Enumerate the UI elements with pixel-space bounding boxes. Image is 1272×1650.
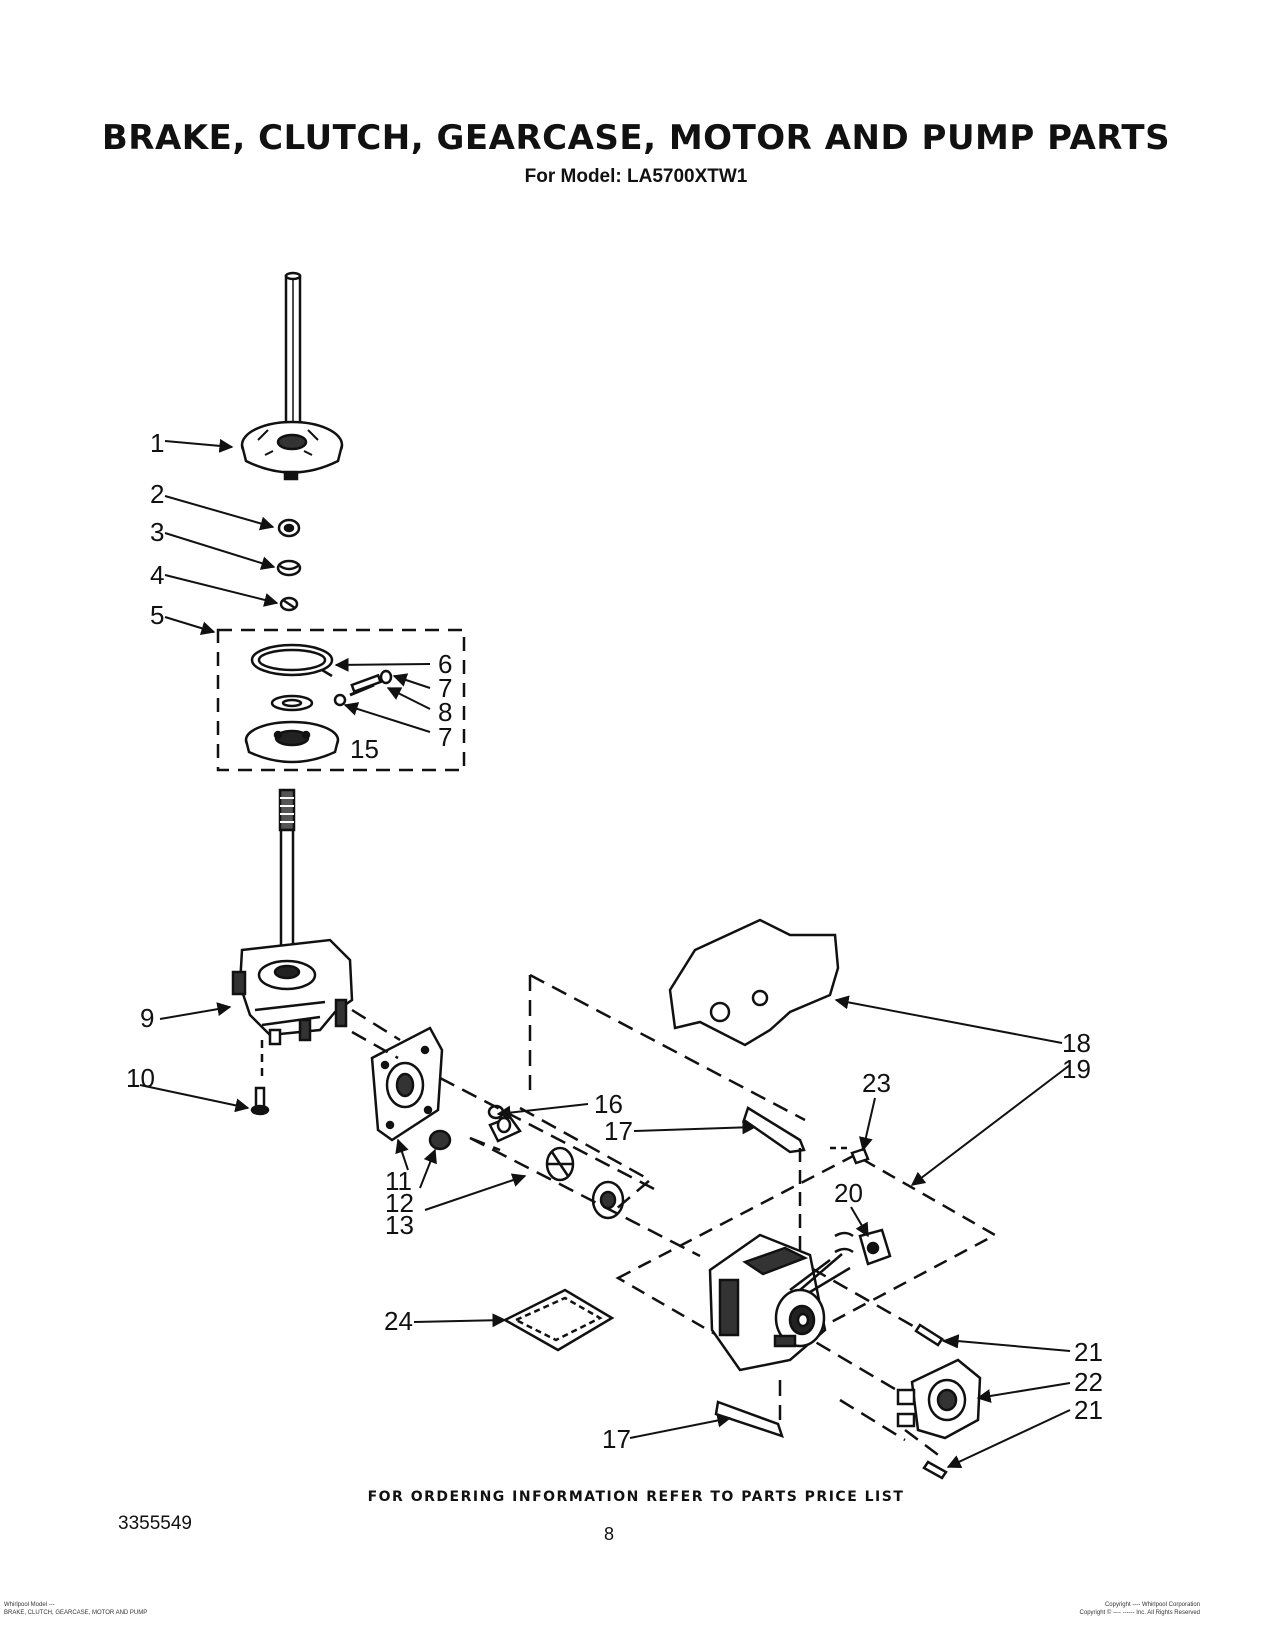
callout-5: 5 xyxy=(150,600,164,630)
drive-tube-shaft xyxy=(284,271,302,433)
callout-19: 19 xyxy=(1062,1054,1091,1084)
callout-20: 20 xyxy=(834,1178,863,1208)
page-title: BRAKE, CLUTCH, GEARCASE, MOTOR AND PUMP … xyxy=(101,118,1171,158)
callout-17a: 17 xyxy=(604,1116,633,1146)
callout-24: 24 xyxy=(384,1306,413,1336)
gearcase-bolt xyxy=(250,1040,270,1116)
callout-7b: 7 xyxy=(438,722,452,752)
callout-18: 18 xyxy=(1062,1028,1091,1058)
fine-print-left-line-1: Whirlpool Model --- xyxy=(4,1602,55,1608)
page-number: 8 xyxy=(604,1524,615,1544)
callout-16: 16 xyxy=(594,1089,623,1119)
callout-10: 10 xyxy=(126,1063,155,1093)
callout-4: 4 xyxy=(150,560,164,590)
callout-3: 3 xyxy=(150,517,164,547)
callout-17b: 17 xyxy=(602,1424,631,1454)
strap-17-upper xyxy=(742,1106,806,1300)
callout-21a: 21 xyxy=(1074,1337,1103,1367)
callout-15: 15 xyxy=(350,734,379,764)
callout-8: 8 xyxy=(438,697,452,727)
callout-11: 11 xyxy=(385,1166,412,1196)
callout-21b: 21 xyxy=(1074,1395,1103,1425)
gasket-18 xyxy=(668,918,840,1047)
fine-print-right-line-2: Copyright © ---- ------ Inc. All Rights … xyxy=(1079,1610,1200,1616)
mounting-plate xyxy=(370,1026,444,1142)
brake-assembly-parts xyxy=(244,643,393,764)
leader-lines xyxy=(139,438,1071,1469)
fine-print-right-line-1: Copyright ---- Whirlpool Corporation xyxy=(1104,1602,1200,1608)
document-number: 3355549 xyxy=(118,1513,192,1534)
callout-2: 2 xyxy=(150,479,164,509)
fine-print-left-line-2: BRAKE, CLUTCH, GEARCASE, MOTOR AND PUMP xyxy=(4,1610,148,1616)
fine-print-right: Copyright ---- Whirlpool Corporation Cop… xyxy=(1080,1601,1200,1617)
hose-clamps-21 xyxy=(914,1323,948,1480)
brake-assembly-box xyxy=(216,628,466,772)
callout-1: 1 xyxy=(150,428,164,458)
pump-22 xyxy=(896,1358,982,1440)
ordering-note: FOR ORDERING INFORMATION REFER TO PARTS … xyxy=(367,1489,905,1505)
callout-23: 23 xyxy=(862,1068,891,1098)
alignment-lines xyxy=(351,973,961,1461)
brake-plate xyxy=(240,420,344,481)
gearcase xyxy=(231,938,354,1046)
callout-22: 22 xyxy=(1074,1367,1103,1397)
strap-17-lower xyxy=(714,1400,784,1438)
agitator-shaft xyxy=(278,788,296,952)
fine-print-left: Whirlpool Model --- BRAKE, CLUTCH, GEARC… xyxy=(4,1601,147,1617)
pump-parts-row xyxy=(428,1104,625,1220)
callout-7a: 7 xyxy=(438,673,452,703)
callout-labels: 1 2 3 4 5 6 7 8 7 15 9 10 11 12 13 16 17… xyxy=(126,428,1103,1454)
callout-9: 9 xyxy=(140,1003,154,1033)
gasket-24 xyxy=(502,1288,615,1352)
motor-switch-20 xyxy=(834,1228,892,1266)
washers-stack xyxy=(276,518,302,612)
callout-6: 6 xyxy=(438,649,452,679)
drive-motor xyxy=(708,1233,851,1372)
callout-12: 12 xyxy=(385,1188,414,1218)
clip-23 xyxy=(830,1146,870,1165)
model-subtitle: For Model: LA5700XTW1 xyxy=(524,166,748,187)
callout-13: 13 xyxy=(385,1210,414,1240)
